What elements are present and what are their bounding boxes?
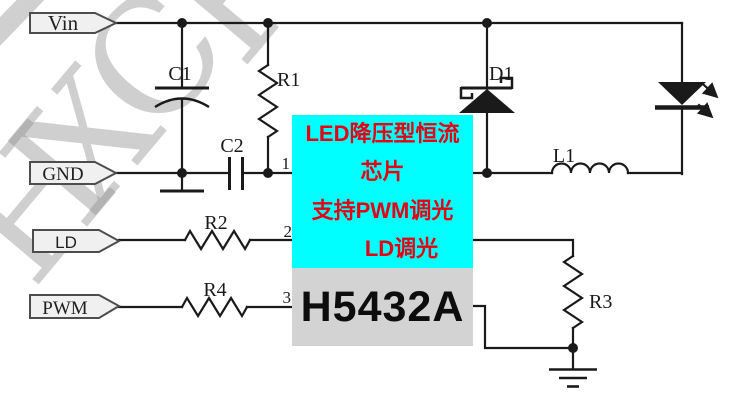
port-gnd-flag (29, 161, 119, 185)
chip-callout-box: LED降压型恒流 芯片 支持PWM调光 LD调光 (292, 115, 473, 268)
inductor-l1 (550, 162, 630, 175)
d1-triangle (459, 89, 515, 113)
junction-dot (568, 343, 578, 353)
label-r3: R3 (589, 291, 612, 313)
label-c2: C2 (220, 135, 243, 157)
chip-callout-line: 支持PWM调光 (311, 197, 454, 223)
port-pwm-label: PWM (42, 298, 88, 319)
port-ld-flag (32, 229, 122, 253)
port-pwm: PWM (29, 294, 122, 319)
label-r1: R1 (277, 69, 300, 91)
resistor-r1 (257, 63, 279, 139)
c1-plate-curved (154, 97, 210, 109)
junction-dot (482, 18, 492, 28)
label-r4: R4 (203, 279, 226, 301)
chip-h5432a: LED降压型恒流 芯片 支持PWM调光 LD调光 H5432A (292, 115, 473, 346)
led-light-arrow-1 (701, 82, 719, 99)
junction-dot (177, 18, 187, 28)
port-vin-flag (29, 12, 119, 34)
port-ld: LD (32, 229, 122, 253)
resistor-r4 (180, 295, 249, 319)
led-triangle (658, 82, 706, 105)
capacitor-c2 (228, 157, 244, 190)
resistor-r2 (183, 228, 252, 252)
junction-dot (177, 168, 187, 178)
wire-cs-top (471, 238, 575, 258)
junction-dot (482, 168, 492, 178)
chip-callout-line: LED降压型恒流 (305, 121, 460, 147)
label-l1: L1 (553, 145, 575, 167)
label-r2: R2 (204, 212, 227, 234)
ground-symbol (549, 368, 597, 388)
port-gnd-label: GND (42, 164, 83, 185)
d1-cathode-hook-right (499, 76, 514, 89)
led-light-arrow-2 (696, 102, 714, 119)
d1-cathode-hook-left (459, 87, 474, 100)
pin-number-1: 1 (282, 154, 291, 173)
port-ld-label: LD (55, 233, 77, 252)
label-c1: C1 (168, 63, 191, 85)
port-gnd: GND (29, 161, 119, 185)
chip-callout-line: 芯片 (360, 159, 405, 185)
wire-cs-return (471, 304, 575, 350)
pin-number-2: 2 (284, 222, 293, 241)
resistor-r3 (562, 254, 584, 330)
port-pwm-flag (29, 294, 122, 319)
pin-number-3: 3 (283, 288, 292, 307)
junction-dot (263, 18, 273, 28)
port-vin-label: Vin (48, 11, 79, 35)
diode-d1 (459, 76, 515, 113)
chip-callout-line: LD调光 (364, 235, 439, 261)
port-vin: Vin (29, 11, 119, 35)
junction-dot (263, 168, 273, 178)
capacitor-c1 (154, 86, 210, 109)
chip-part-number: H5432A (292, 268, 473, 346)
label-d1: D1 (489, 63, 513, 85)
watermark: H X C F (0, 0, 342, 315)
led (655, 82, 719, 119)
watermark-fragment (0, 0, 45, 46)
